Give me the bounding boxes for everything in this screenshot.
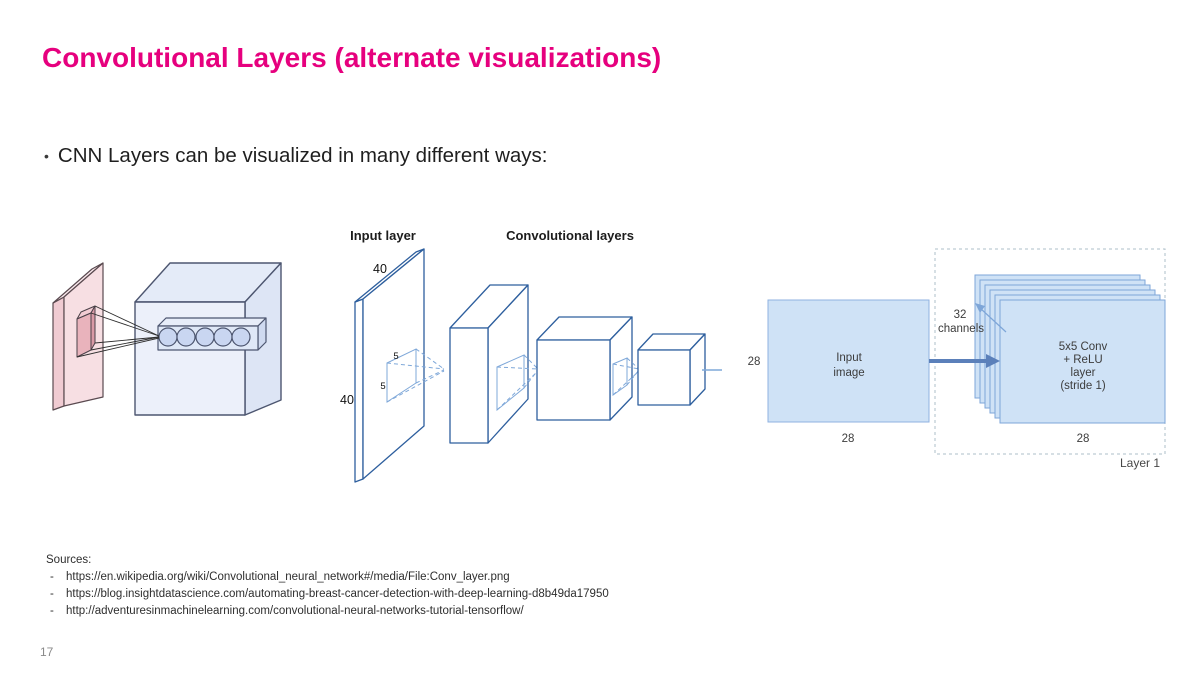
source-dash: - [50,571,54,583]
field-right [90,305,96,351]
wikipedia-conv-layer-diagram [52,262,282,416]
input-height-label: 40 [340,393,354,407]
input-slab [354,248,425,483]
source-dash: - [50,605,54,617]
connection-fan-lines [76,305,160,358]
conv-cube-2 [536,316,633,421]
bullet-text: CNN Layers can be visualized in many dif… [57,144,548,167]
input-image-label-line2: image [833,367,864,379]
conv-label-line2: + ReLU [1063,354,1102,366]
conv-label-line3: layer [1071,367,1096,379]
page-number: 17 [40,645,54,659]
kernel-window-3 [612,357,640,396]
neuron-circle [176,327,196,347]
input-slab-face [362,248,425,480]
conv-label-line4: (stride 1) [1060,380,1106,392]
conv-cube-3-front [637,349,691,406]
neuron-circle [158,327,178,347]
source-item: - https://blog.insightdatascience.com/au… [46,586,609,603]
kernel-height-label: 5 [380,381,385,392]
bullet-marker: • [44,148,49,164]
layer1-label: Layer 1 [1120,456,1160,470]
receptive-field-box [76,305,96,358]
conv-label-line1: 5x5 Conv [1059,341,1108,353]
conv-arrow [929,354,1000,368]
conv-slab-1-front [449,327,489,444]
conv-layers-label: Convolutional layers [506,228,634,243]
kernel-window-1 [386,348,445,403]
channels-label-line1: 32 [954,309,967,321]
source-url: http://adventuresinmachinelearning.com/c… [66,605,524,617]
neuron-circle [231,327,251,347]
source-item: - http://adventuresinmachinelearning.com… [46,603,609,620]
neuron-circle [195,327,215,347]
sources-block: Sources: - https://en.wikipedia.org/wiki… [46,552,609,620]
neuron-bar [157,317,267,351]
channels-label-line2: channels [938,323,984,335]
input-dim-left: 28 [748,356,761,368]
bar-top [157,317,267,327]
conv-cube-2-front [536,339,611,421]
input-slab-side [354,298,364,483]
channels-pointer-arrow [975,303,1007,333]
input-conv-layers-diagram: Input layer Convolutional layers 40 40 5… [340,228,722,483]
page-title: Convolutional Layers (alternate visualiz… [42,42,662,73]
sources-heading: Sources: [46,554,92,566]
neuron-circle [213,327,233,347]
input-image-label-line1: Input [836,352,862,364]
kernel-width-label: 5 [393,351,398,362]
conv-cube-3 [637,333,706,406]
conv-slab-1 [449,284,529,444]
field-front [76,312,92,358]
conv-dim-bottom: 28 [1077,433,1090,445]
kernel-window-2 [496,354,539,412]
tensorflow-conv-layer-diagram: 28 Input image 28 32 channels 5x5 Conv +… [748,248,1166,470]
source-url: https://blog.insightdatascience.com/auto… [66,588,609,600]
input-dim-bottom: 28 [842,433,855,445]
bullet-line: • CNN Layers can be visualized in many d… [44,144,547,168]
source-item: - https://en.wikipedia.org/wiki/Convolut… [46,569,609,586]
source-dash: - [50,588,54,600]
feature-map-stack [974,274,1166,424]
input-image-rect [767,299,930,423]
feature-map-front [999,299,1166,424]
pink-slab-side [52,296,65,411]
source-url: https://en.wikipedia.org/wiki/Convolutio… [66,571,510,583]
input-layer-label: Input layer [350,228,416,243]
input-width-label: 40 [373,262,387,276]
